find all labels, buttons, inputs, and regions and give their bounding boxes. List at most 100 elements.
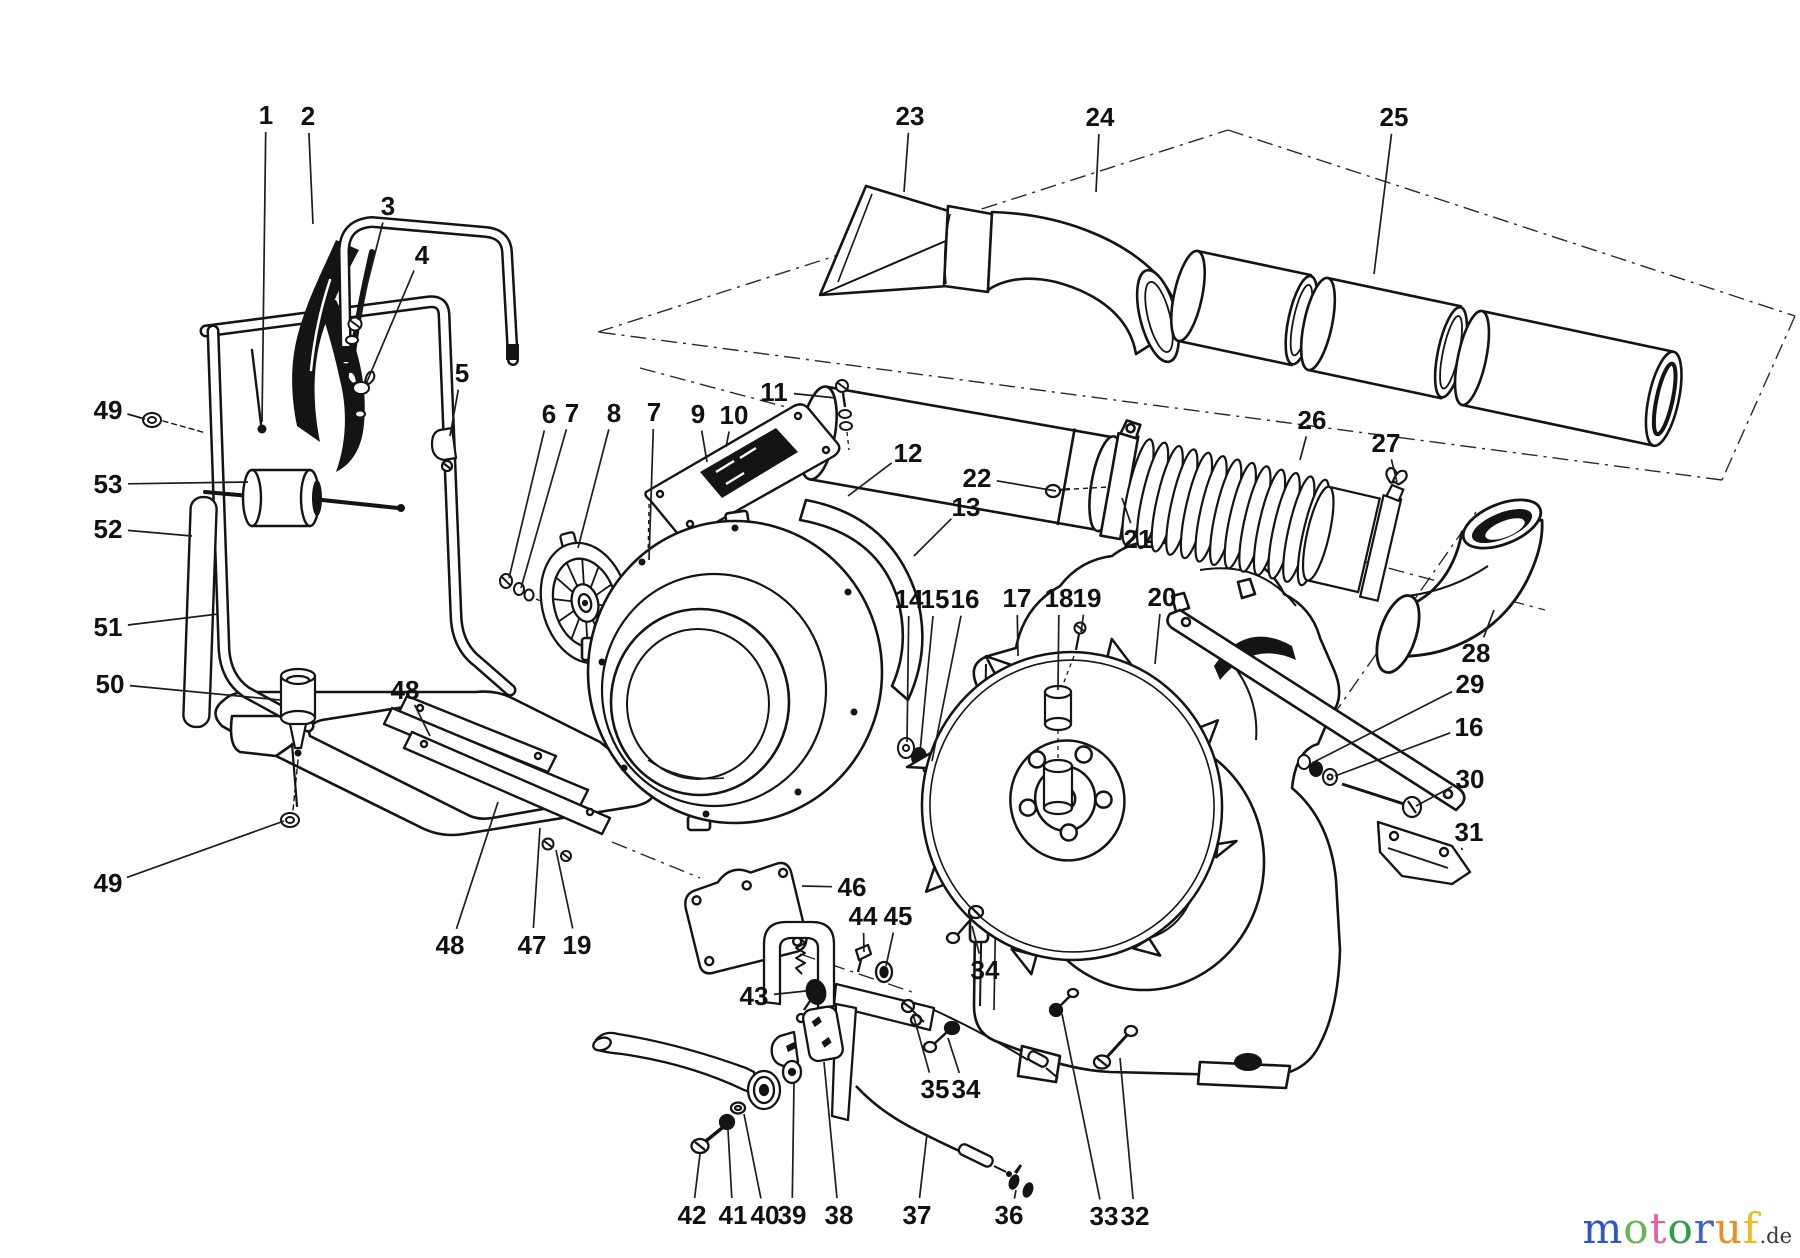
- callout-label-52-35: 52: [94, 514, 123, 544]
- part-4-wing-bolt: [346, 370, 376, 419]
- callout-label-10-10: 10: [720, 400, 749, 430]
- callout-label-24-17: 24: [1086, 102, 1115, 132]
- part-33-screw: [1048, 987, 1080, 1018]
- callout-label-34-47: 34: [971, 955, 1000, 985]
- callout-label-19-26: 19: [1073, 583, 1102, 613]
- callout-label-13-14: 13: [952, 492, 981, 522]
- callout-label-23-16: 23: [896, 101, 925, 131]
- leader-line-51-36: [127, 613, 219, 626]
- leader-line-17-24: [1016, 614, 1019, 657]
- leader-line-26-19: [1299, 436, 1308, 461]
- callout-label-37-55: 37: [903, 1200, 932, 1230]
- callout-label-31-32: 31: [1455, 817, 1484, 847]
- callout-label-16-30: 16: [1455, 712, 1484, 742]
- part-32-screw: [1092, 1024, 1139, 1070]
- callout-label-16-23: 16: [951, 584, 980, 614]
- leader-line-9-9: [700, 430, 708, 463]
- part-50-primer: [279, 667, 317, 811]
- leader-line-32-58: [1119, 1057, 1134, 1200]
- callout-label-29-29: 29: [1456, 669, 1485, 699]
- leader-line-41-51: [727, 1129, 733, 1199]
- leader-line-14-21: [906, 615, 910, 743]
- leader-line-28-28: [1482, 609, 1495, 638]
- callout-label-14-21: 14: [895, 584, 924, 614]
- leader-line-16-30: [1334, 732, 1451, 777]
- leader-line-48-39: [413, 704, 431, 737]
- leader-line-22-13: [996, 479, 1057, 492]
- part-30-bolt: [1341, 782, 1423, 819]
- part-36-cable-ends: [1008, 1164, 1034, 1198]
- throttle-bracket: [832, 982, 936, 1032]
- callout-label-35-48: 35: [921, 1074, 950, 1104]
- throttle-assembly: [592, 904, 1139, 1198]
- leader-line-39-53: [791, 1081, 795, 1199]
- part-10-engine-plate: [644, 403, 841, 539]
- callout-label-34-49: 34: [952, 1074, 981, 1104]
- leader-line-12-12: [847, 462, 893, 497]
- part-34-screw-lower: [922, 1020, 961, 1054]
- part-18-spacers: [1042, 684, 1074, 816]
- leader-line-45-45: [885, 932, 895, 967]
- callout-label-11-11: 11: [760, 377, 788, 407]
- callout-label-47-41: 47: [518, 930, 547, 960]
- part-48-rail: [382, 694, 612, 836]
- callout-label-5-4: 5: [455, 358, 469, 388]
- part-47-bracket: [402, 730, 612, 836]
- leader-line-38-54: [823, 1061, 838, 1199]
- callout-label-50-37: 50: [96, 669, 125, 699]
- part-25-tube-segments: [1169, 249, 1683, 448]
- throttle-lever: [592, 1031, 782, 1111]
- leader-line-2-1: [308, 132, 314, 225]
- leader-line-10-10: [725, 431, 730, 448]
- leader-line-30-31: [1415, 785, 1453, 807]
- callout-label-45-45: 45: [884, 901, 913, 931]
- part-42-bolt: [690, 1126, 724, 1155]
- leader-line-49-33: [127, 413, 146, 420]
- callout-label-6-5: 6: [542, 399, 556, 429]
- callout-label-39-53: 39: [778, 1200, 807, 1230]
- part-51-frame: [142, 216, 656, 862]
- part-3-bolt: [345, 316, 363, 345]
- callout-label-21-15: 21: [1124, 524, 1153, 554]
- callout-label-26-19: 26: [1298, 405, 1327, 435]
- leader-line-24-17: [1095, 133, 1100, 193]
- watermark-letter: u: [1714, 1204, 1743, 1253]
- callout-label-51-36: 51: [94, 612, 123, 642]
- watermark-letter: m: [1582, 1204, 1624, 1253]
- callout-label-3-2: 3: [381, 191, 395, 221]
- leader-line-8-7: [577, 429, 610, 549]
- part-45-grommet: [874, 960, 894, 984]
- callout-label-19-42: 19: [563, 930, 592, 960]
- leader-line-35-48: [912, 1013, 931, 1073]
- callout-label-48-40: 48: [436, 930, 465, 960]
- callout-label-15-22: 15: [921, 584, 950, 614]
- part-31-bracket: [1376, 820, 1472, 886]
- leader-line-15-22: [919, 615, 934, 753]
- leader-line-47-41: [532, 827, 541, 929]
- part-35-screw: [900, 998, 925, 1023]
- part-1-strap-rod: [250, 348, 267, 434]
- leader-line-40-52: [743, 1113, 762, 1199]
- callout-label-42-50: 42: [678, 1200, 707, 1230]
- leader-line-43-46: [773, 990, 807, 996]
- callout-label-40-52: 40: [751, 1200, 780, 1230]
- leader-line-19-42: [555, 849, 574, 929]
- leader-line-11-11: [793, 392, 837, 399]
- callout-label-12-12: 12: [894, 438, 923, 468]
- leader-line-23-16: [903, 132, 910, 193]
- part-28-outlet-elbow: [1375, 498, 1544, 674]
- leader-line-13-14: [913, 518, 953, 557]
- leader-line-53-34: [127, 481, 249, 485]
- callout-label-49-38: 49: [94, 868, 123, 898]
- leader-line-33-57: [1061, 1013, 1101, 1200]
- part-34-screw-upper: [945, 904, 985, 945]
- watermark-logo: motoruf.de: [1582, 1208, 1792, 1250]
- leader-line-34-49: [947, 1037, 961, 1074]
- leader-line-52-35: [127, 529, 193, 537]
- leader-line-19-26: [1080, 614, 1085, 633]
- callout-label-43-46: 43: [740, 981, 769, 1011]
- watermark-letter: t: [1649, 1204, 1668, 1253]
- callout-label-9-9: 9: [691, 399, 705, 429]
